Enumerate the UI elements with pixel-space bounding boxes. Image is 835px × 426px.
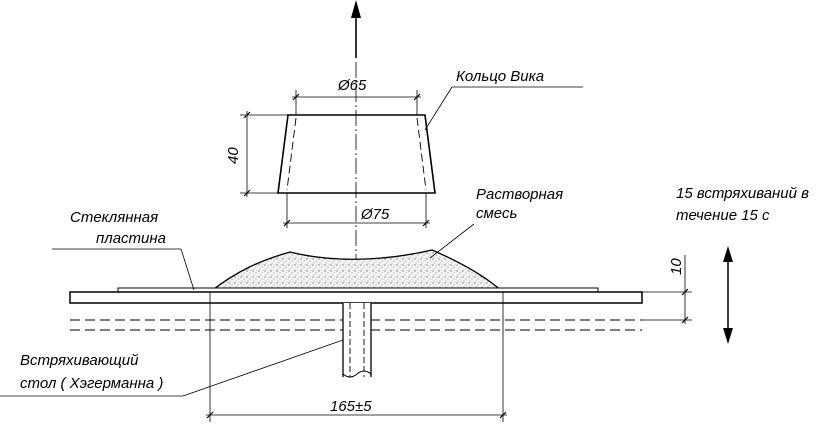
vicat-ring-label: Кольцо Вика [456,68,544,85]
drop-height-text: 10 [668,258,685,275]
table-shaft [342,303,372,378]
top-diameter-dimension: Ø65 [292,77,421,115]
bottom-diameter-text: Ø75 [360,206,390,223]
mortar-label-line2: смесь [476,205,517,222]
bottom-diameter-dimension: Ø75 [283,193,430,228]
top-diameter-text: Ø65 [337,77,367,94]
lift-arrow-icon [351,0,361,58]
glass-plate-label-line1: Стеклянная [70,209,158,226]
drop-height-dimension: 10 [642,255,692,324]
spread-diameter-text: 165±5 [330,398,372,415]
glass-plate-leader: Стеклянная пластина [52,209,195,291]
shakes-note-line1: 15 встряхиваний в [676,185,809,202]
glass-plate-label-line2: пластина [96,230,166,247]
mortar-label-line1: Растворная [476,186,563,203]
shaking-table-label-line2: стол ( Хэгерманна ) [20,375,163,392]
mortar-mound [208,249,505,293]
table-top [69,291,643,304]
up-down-arrow-icon [723,246,733,344]
vicat-ring-leader: Кольцо Вика [424,68,583,131]
shaking-table-label-line1: Встряхивающий [20,352,139,369]
shaking-table-leader: Встряхивающий стол ( Хэгерманна ) [0,339,344,397]
vicat-ring [277,114,436,194]
spread-diameter-dimension: 165±5 [206,292,507,422]
ring-height-text: 40 [225,147,242,164]
ring-height-dimension: 40 [225,111,288,197]
shakes-note-line2: течение 15 с [676,207,770,224]
mortar-leader: Растворная смесь [429,186,563,259]
